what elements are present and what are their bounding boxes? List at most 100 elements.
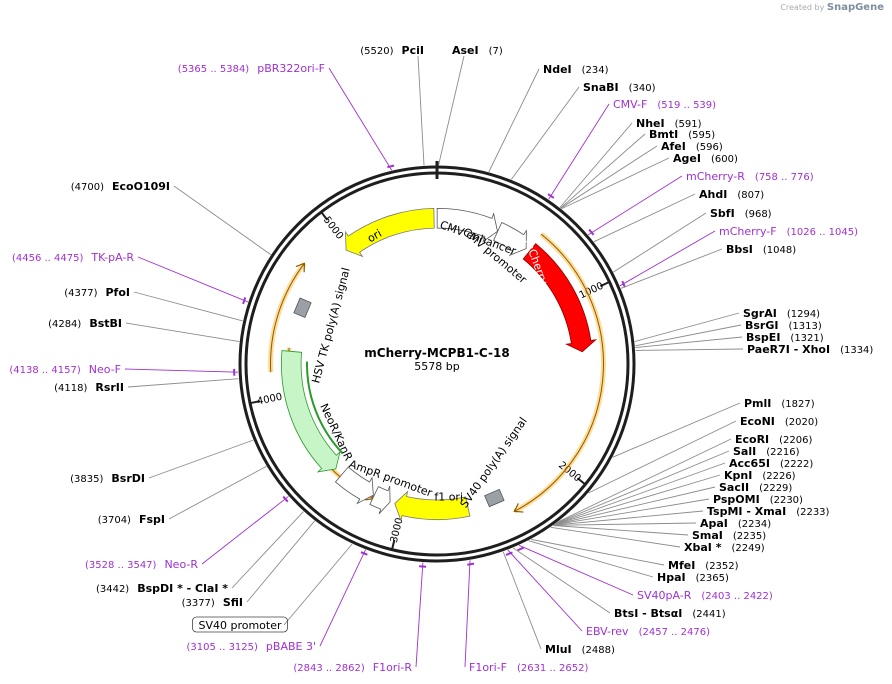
enzyme-name: EcoRI — [735, 433, 769, 446]
enzyme-connector — [635, 324, 742, 347]
feature-arrow — [369, 485, 391, 515]
enzyme-label: SbfI(968) — [710, 207, 772, 220]
enzyme-label: (3835)BsrDI — [70, 472, 145, 485]
primer-range: (758 .. 776) — [755, 172, 814, 183]
primer-label: (3105 .. 3125)pBABE 3' — [187, 640, 317, 653]
primer-connector — [319, 549, 366, 647]
enzyme-connector — [283, 543, 353, 626]
primer-label: F1ori-F(2631 .. 2652) — [469, 661, 588, 674]
primer-site-mark — [621, 280, 626, 288]
enzyme-label: MluI(2488) — [545, 643, 615, 656]
enzyme-name: AgeI — [673, 152, 701, 165]
enzyme-position: (4118) — [54, 383, 87, 394]
enzyme-label: AhdI(807) — [699, 188, 764, 201]
enzyme-connector — [553, 510, 704, 526]
enzyme-label: SacII(2229) — [719, 481, 792, 494]
label-text: SbfI(968) — [710, 207, 772, 220]
enzyme-connector — [555, 462, 726, 525]
label-text: (4138 .. 4157) Neo-F — [9, 363, 121, 376]
feature-label: ori — [365, 227, 384, 245]
enzyme-name: XbaI * — [684, 541, 722, 554]
orf-arrowhead — [295, 262, 306, 273]
primer-connector — [201, 496, 289, 565]
label-text: ApaI(2234) — [700, 517, 771, 530]
feature-arrow — [345, 207, 435, 258]
enzyme-position: (591) — [675, 119, 702, 130]
enzyme-connector — [553, 525, 689, 536]
enzyme-connector — [511, 86, 580, 180]
enzyme-label: BspEI(1321) — [746, 331, 824, 344]
enzyme-name: MfeI — [668, 559, 695, 572]
orf-line — [270, 263, 305, 373]
label-text: (3835)BsrDI — [70, 472, 145, 485]
enzyme-name: BspEI — [746, 331, 780, 344]
enzyme-label: NdeI(234) — [543, 63, 609, 76]
label-text: (4118) RsrII — [54, 381, 124, 394]
enzyme-label: SnaBI(340) — [583, 81, 656, 94]
enzyme-name: AhdI — [699, 188, 727, 201]
feature-label: HSV TK poly(A) signal — [309, 266, 352, 384]
enzyme-connector — [417, 55, 425, 166]
primer-site-mark — [505, 551, 513, 556]
enzyme-label: (4377)PfoI — [64, 286, 130, 299]
primer-connector — [518, 544, 634, 596]
feature-callout-text: SV40 promoter — [198, 619, 282, 632]
enzyme-position: (3377) — [182, 598, 215, 609]
label-text: NheI(591) — [636, 117, 702, 130]
label-text: AgeI (600) — [673, 152, 738, 165]
primer-label: (3528 .. 3547)Neo-R — [85, 558, 198, 571]
enzyme-label: BtsI - BtsαI(2441) — [614, 607, 726, 620]
feature-arrow — [436, 207, 498, 243]
enzyme-connector — [528, 540, 654, 578]
primer-name: Neo-F — [89, 363, 121, 376]
primer-range: (519 .. 539) — [657, 100, 716, 111]
bp-tick-mark — [391, 539, 396, 550]
enzyme-position: (3704) — [98, 515, 131, 526]
enzyme-label: SalI(2216) — [733, 445, 800, 458]
primer-range: (4138 .. 4157) — [9, 365, 81, 376]
label-text: (5365 .. 5384)pBR322ori-F — [178, 62, 325, 75]
feature-arrow — [334, 466, 374, 505]
enzyme-label: TspMI - XmaI(2233) — [707, 505, 830, 518]
enzyme-position: (340) — [629, 83, 656, 94]
enzyme-label: SgrAI(1294) — [743, 307, 820, 320]
label-text: (3377)SfiI — [182, 596, 243, 609]
enzyme-name: ApaI — [700, 517, 728, 530]
primer-connector — [588, 175, 683, 236]
enzyme-connector — [246, 520, 315, 603]
primer-range: (2843 .. 2862) — [293, 663, 365, 674]
primer-range: (4456 .. 4475) — [12, 253, 84, 264]
primer-site-mark — [360, 551, 368, 556]
primer-label: mCherry-F(1026 .. 1045) — [719, 225, 858, 238]
label-text: (5520)PciI — [360, 44, 424, 57]
primer-name: EBV-rev — [586, 625, 629, 638]
label-text: HpaI(2365) — [657, 571, 729, 584]
enzyme-label: AseI(7) — [452, 44, 503, 57]
polya-signal-feature — [293, 297, 312, 318]
primer-site-mark — [282, 495, 289, 503]
enzyme-connector — [502, 551, 542, 650]
enzyme-connector — [231, 511, 304, 589]
enzyme-position: (2233) — [796, 507, 829, 518]
enzyme-label: (3377)SfiI — [182, 596, 243, 609]
primer-label: SV40pA-R(2403 .. 2422) — [637, 589, 773, 602]
enzyme-position: (2020) — [785, 417, 818, 428]
enzyme-name: PaeR7I - XhoI — [747, 343, 830, 356]
orf-arrowhead — [513, 503, 524, 513]
label-text: BspEI(1321) — [746, 331, 824, 344]
enzyme-label: (3704)FspI — [98, 513, 165, 526]
feature-label: f1 ori — [434, 490, 463, 503]
bp-tick-mark — [576, 477, 586, 486]
primer-name: F1ori-F — [469, 661, 507, 674]
enzyme-position: (4377) — [64, 288, 97, 299]
enzyme-connector — [488, 68, 540, 173]
enzyme-name: EcoO109I — [112, 180, 170, 193]
enzyme-name: RsrII — [95, 381, 124, 394]
primer-name: pBR322ori-F — [257, 62, 325, 75]
enzyme-connector — [553, 522, 697, 526]
enzyme-position: (595) — [688, 130, 715, 141]
label-text: (2843 .. 2862)F1ori-R — [293, 661, 412, 674]
enzyme-position: (600) — [711, 154, 738, 165]
label-text: AseI(7) — [452, 44, 503, 57]
enzyme-position: (596) — [696, 142, 723, 153]
